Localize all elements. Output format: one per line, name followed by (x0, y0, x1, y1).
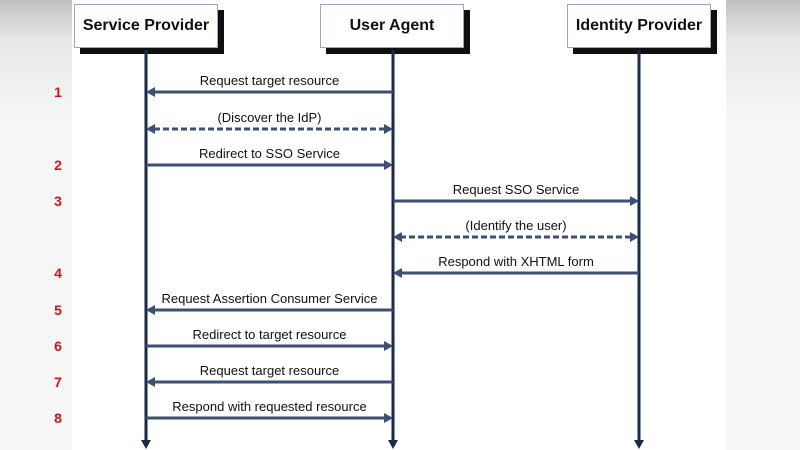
message-arrowhead-1 (146, 87, 155, 97)
message-arrowtail-5 (630, 232, 639, 242)
message-arrowhead-8 (384, 341, 393, 351)
lifeline-end-arrow-0 (141, 440, 151, 449)
step-number-8: 8 (54, 410, 62, 426)
step-number-4: 4 (54, 265, 62, 281)
diagram-svg: Request target resource 1 (Discover the Id… (54, 50, 644, 449)
sequence-diagram: Service Provider User Agent Identity Pro… (54, 0, 726, 450)
message-label-1: Request target resource (200, 73, 339, 88)
message-arrowhead-5 (393, 232, 402, 242)
message-label-9: Request target resource (200, 363, 339, 378)
message-arrowhead-2 (146, 124, 155, 134)
lifeline-end-arrow-2 (634, 440, 644, 449)
step-number-2: 2 (54, 157, 62, 173)
message-label-3: Redirect to SSO Service (199, 146, 340, 161)
step-number-3: 3 (54, 193, 62, 209)
step-number-7: 7 (54, 374, 62, 390)
actor-service-provider: Service Provider (74, 4, 218, 48)
step-number-5: 5 (54, 302, 62, 318)
right-backdrop (726, 0, 800, 450)
message-arrowhead-9 (146, 377, 155, 387)
step-number-1: 1 (54, 84, 62, 100)
message-label-6: Respond with XHTML form (438, 254, 594, 269)
lifeline-end-arrow-1 (388, 440, 398, 449)
message-label-8: Redirect to target resource (193, 327, 347, 342)
message-arrowtail-2 (384, 124, 393, 134)
message-label-7: Request Assertion Consumer Service (161, 291, 377, 306)
message-label-4: Request SSO Service (453, 182, 579, 197)
message-label-5: (Identify the user) (465, 218, 566, 233)
message-arrowhead-6 (393, 268, 402, 278)
actor-user-agent: User Agent (320, 4, 464, 48)
message-arrowhead-4 (630, 196, 639, 206)
message-arrowhead-7 (146, 305, 155, 315)
message-label-2: (Discover the IdP) (217, 110, 321, 125)
message-arrowhead-3 (384, 160, 393, 170)
message-label-10: Respond with requested resource (172, 399, 366, 414)
left-backdrop (0, 0, 72, 450)
step-number-6: 6 (54, 338, 62, 354)
message-arrowhead-10 (384, 413, 393, 423)
actor-identity-provider: Identity Provider (567, 4, 711, 48)
